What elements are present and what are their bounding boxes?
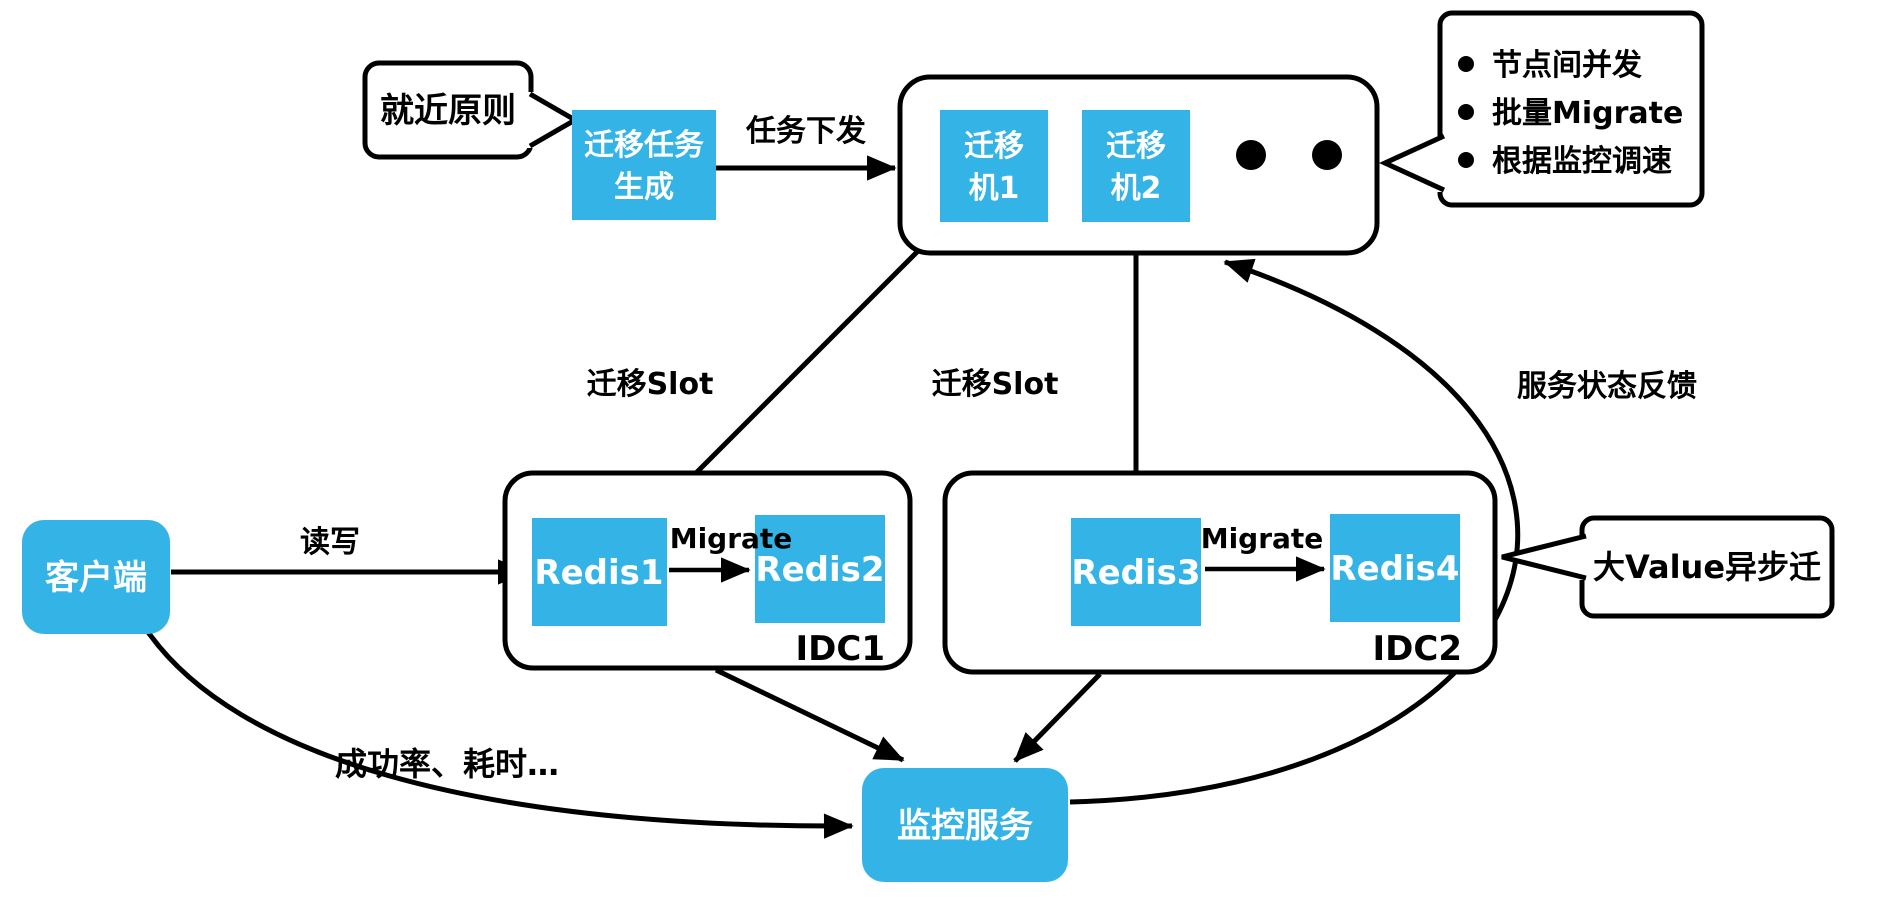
migrator-group: 迁移 机1 迁移 机2	[897, 74, 1380, 256]
big-value-label: 大Value异步迁	[1593, 548, 1821, 586]
migrate-label-idc2: Migrate	[1201, 522, 1324, 555]
task-generation-node: 迁移任务 生成	[572, 110, 716, 220]
redis2-node: Redis2	[755, 515, 885, 623]
service-feedback-label: 服务状态反馈	[1517, 369, 1697, 404]
redis3-node: Redis3	[1071, 518, 1201, 626]
strategy-callout: 节点间并发 批量Migrate 根据监控调速	[1378, 10, 1705, 208]
migrate-slot-arrow-left	[658, 222, 947, 511]
nearest-principle-label: 就近原则	[380, 91, 516, 131]
ellipsis-dot	[1312, 140, 1342, 170]
migrator-machine-2: 迁移 机2	[1082, 110, 1190, 222]
task-dispatch-label: 任务下发	[745, 114, 866, 149]
migrator-machine-1: 迁移 机1	[940, 110, 1048, 222]
bullet-dot	[1458, 152, 1474, 168]
bullet-dot	[1458, 104, 1474, 120]
strategy-item-2: 批量Migrate	[1492, 96, 1683, 131]
migrator-2-label-line2: 机2	[1111, 171, 1162, 206]
monitor-node: 监控服务	[862, 768, 1068, 882]
redis3-label: Redis3	[1071, 553, 1200, 593]
idc1-group: Redis1 Redis2 Migrate IDC1	[502, 470, 913, 671]
strategy-item-3: 根据监控调速	[1492, 144, 1672, 179]
big-value-callout: 大Value异步迁	[1501, 515, 1835, 619]
redis2-label: Redis2	[755, 550, 884, 590]
ellipsis-dot	[1236, 140, 1266, 170]
monitor-label: 监控服务	[897, 806, 1033, 846]
migrator-1-label-line1: 迁移	[964, 129, 1024, 164]
migrate-label-idc1: Migrate	[670, 522, 793, 555]
client-label: 客户端	[45, 558, 147, 598]
task-generation-label-line1: 迁移任务	[584, 128, 704, 163]
client-to-monitor-arrow	[145, 630, 854, 839]
read-write-label: 读写	[300, 525, 360, 560]
migrator-2-label-line1: 迁移	[1106, 129, 1166, 164]
bullet-dot	[1458, 56, 1474, 72]
migrate-slot-label-left: 迁移Slot	[587, 367, 714, 402]
idc2-group: Redis3 Redis4 Migrate IDC2	[942, 470, 1498, 675]
redis1-node: Redis1	[532, 518, 667, 626]
redis4-label: Redis4	[1330, 549, 1459, 589]
strategy-item-1: 节点间并发	[1492, 48, 1642, 83]
metrics-label: 成功率、耗时…	[335, 745, 559, 783]
service-feedback-arrow	[1069, 258, 1521, 805]
idc2-to-monitor-arrow	[1013, 672, 1102, 763]
redis1-label: Redis1	[534, 553, 663, 593]
idc1-to-monitor-arrow	[714, 667, 905, 763]
migrator-1-label-line2: 机1	[969, 171, 1020, 206]
redis4-node: Redis4	[1330, 514, 1460, 622]
idc1-label: IDC1	[796, 629, 885, 669]
idc2-label: IDC2	[1373, 629, 1462, 669]
nearest-principle-callout: 就近原则	[362, 60, 580, 160]
client-node: 客户端	[22, 520, 170, 634]
task-generation-label-line2: 生成	[614, 170, 674, 205]
migrate-slot-label-right: 迁移Slot	[932, 367, 1059, 402]
